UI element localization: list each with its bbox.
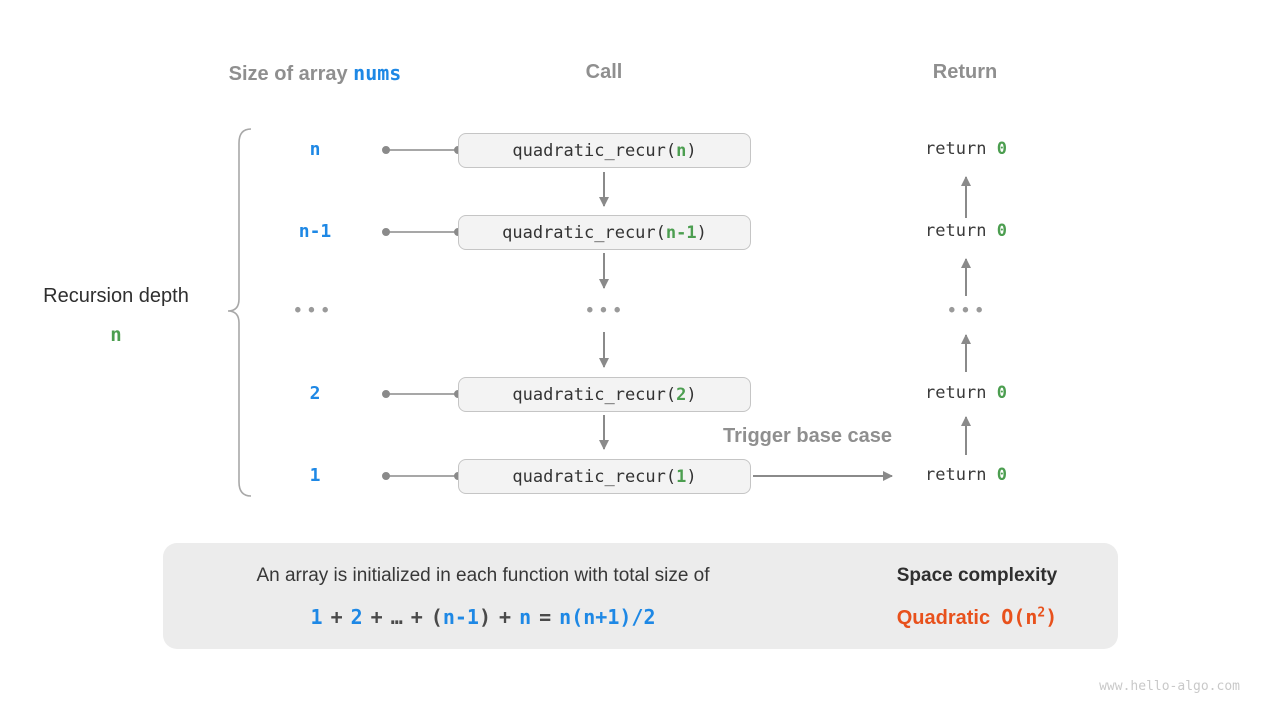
big-o-pre: O(n <box>1001 605 1038 629</box>
formula-token: n(n+1)/2 <box>559 605 656 629</box>
watermark: www.hello-algo.com <box>1099 679 1240 694</box>
formula-token: + <box>330 605 343 629</box>
formula-token: + <box>499 605 512 629</box>
return-statement: return 0 <box>886 465 1046 485</box>
recursion-depth-value: n <box>110 324 122 346</box>
big-o-exponent: 2 <box>1037 605 1046 621</box>
return-value: 0 <box>996 383 1007 403</box>
return-statement: return 0 <box>886 139 1046 159</box>
formula-token: ) <box>478 605 492 629</box>
call-arg: 2 <box>676 384 687 405</box>
return-value: 0 <box>996 139 1007 159</box>
formula-token: n-1 <box>442 605 479 629</box>
size-label-n-1: n-1 <box>298 221 332 242</box>
formula-token: 2 <box>350 605 363 629</box>
recursion-depth-brace <box>227 128 252 497</box>
summary-panel <box>163 543 1118 649</box>
call-box-n: quadratic_recur(n) <box>458 133 751 168</box>
call-suffix: ) <box>696 222 707 243</box>
call-suffix: ) <box>686 140 697 161</box>
call-text: quadratic_recur( <box>512 466 677 487</box>
call-text: quadratic_recur( <box>512 384 677 405</box>
complexity-word: Quadratic <box>896 607 991 629</box>
call-text: quadratic_recur( <box>502 222 666 243</box>
call-arg: 1 <box>676 466 687 487</box>
header-call: Call <box>585 61 623 83</box>
trigger-base-case-label: Trigger base case <box>723 425 892 447</box>
summary-sentence: An array is initialized in each function… <box>256 565 710 586</box>
size-label-n: n <box>309 139 321 160</box>
formula-token: n <box>519 605 532 629</box>
big-o-suffix: ) <box>1045 605 1058 629</box>
formula-token: = <box>539 605 552 629</box>
size-ellipsis: ••• <box>294 300 336 321</box>
call-suffix: ) <box>686 466 697 487</box>
formula-token: + <box>410 605 423 629</box>
header-return: Return <box>932 61 998 83</box>
call-suffix: ) <box>686 384 697 405</box>
call-text: quadratic_recur( <box>512 140 677 161</box>
header-size-of-array: Size of array nums <box>180 61 450 86</box>
header-nums-code: nums <box>353 61 402 85</box>
return-value: 0 <box>996 465 1007 485</box>
big-o-notation: O(n2) <box>1001 605 1057 629</box>
call-arg: n-1 <box>665 222 697 243</box>
return-statement: return 0 <box>886 221 1046 241</box>
space-complexity-value: Quadratic O(n2) <box>852 605 1102 630</box>
return-statement: return 0 <box>886 383 1046 403</box>
space-complexity-title: Space complexity <box>896 565 1058 586</box>
header-size-text: Size of array <box>228 63 354 85</box>
call-box-n-1: quadratic_recur(n-1) <box>458 215 751 250</box>
size-label-2: 2 <box>309 383 321 404</box>
leader-lines <box>381 146 462 480</box>
return-keyword: return <box>925 383 997 403</box>
return-keyword: return <box>925 221 997 241</box>
size-label-1: 1 <box>309 465 321 486</box>
call-box-1: quadratic_recur(1) <box>458 459 751 494</box>
call-ellipsis: ••• <box>586 300 628 321</box>
formula-token: 1 <box>310 605 323 629</box>
return-keyword: return <box>925 139 997 159</box>
formula-token: ( <box>430 605 443 629</box>
formula-token: + <box>370 605 383 629</box>
call-arg: n <box>676 140 687 161</box>
return-keyword: return <box>925 465 997 485</box>
call-box-2: quadratic_recur(2) <box>458 377 751 412</box>
return-value: 0 <box>996 221 1007 241</box>
return-ellipsis: ••• <box>948 300 990 321</box>
formula-token: … <box>390 605 403 629</box>
summary-formula: 1 +2 + … + (n-1) + n = n(n+1)/2 <box>178 605 788 629</box>
recursion-depth-caption: Recursion depth <box>43 285 189 307</box>
